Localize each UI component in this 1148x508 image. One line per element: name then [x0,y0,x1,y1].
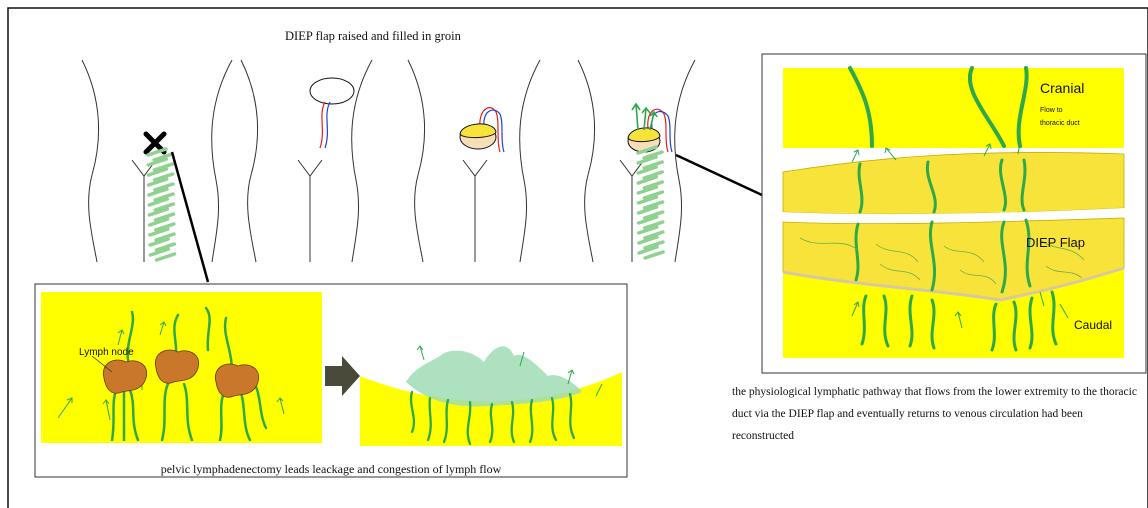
leg-panel-2 [241,60,372,262]
flap-outline-panel-2 [310,78,354,148]
leg-panel-3 [408,60,540,262]
thoracic-duct-line: thoracic duct [1040,117,1110,130]
callout-line-right [676,155,762,195]
side-caption: the physiological lymphatic pathway that… [732,381,1137,447]
leg-panel-4 [578,60,695,262]
lymph-dash [645,252,663,258]
cranial-label: Cranial [1040,80,1084,96]
callout-line-left [172,152,208,282]
caudal-label: Caudal [1074,318,1112,332]
flap-lymph-panel-4 [628,104,672,152]
flap-in-groin-panel-3 [460,108,504,152]
flow-to-line: Flow to [1040,104,1110,117]
lymph-dash [157,254,175,260]
lymph-node-label: Lymph node [79,347,134,358]
flow-to-label: Flow to thoracic duct [1040,104,1110,130]
top-caption: DIEP flap raised and filled in groin [285,29,461,44]
diep-flap-label: DIEP Flap [1026,235,1085,250]
bottom-caption: pelvic lymphadenectomy leads leackage an… [35,462,627,477]
